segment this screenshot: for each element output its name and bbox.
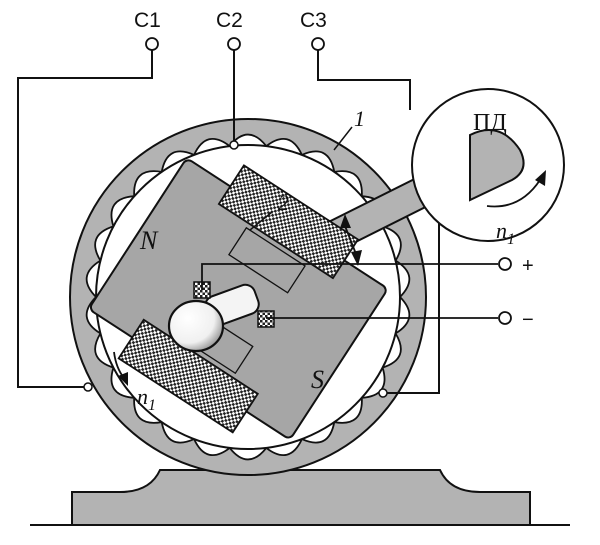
part-number-2: 2 (278, 190, 289, 215)
north-pole-label: N (139, 226, 159, 255)
drive-rotation-arrow (486, 179, 541, 208)
dc-lead-plus (201, 263, 498, 290)
junction-c2 (229, 140, 239, 150)
drive-motor-label: ПД (473, 110, 507, 136)
dc-plus-label: + (522, 255, 534, 277)
dc-plus-terminal[interactable] (498, 257, 512, 271)
drive-rotation-arrowhead (535, 170, 546, 186)
terminal-c3[interactable] (311, 37, 325, 51)
terminal-c2-label: C2 (216, 9, 243, 32)
dc-minus-label: − (522, 309, 534, 331)
leader-2 (249, 211, 273, 231)
drive-speed-label: n1 (496, 218, 515, 248)
rotor-shaft-end (167, 299, 225, 353)
junction-left (83, 382, 93, 392)
dc-minus-terminal[interactable] (498, 311, 512, 325)
slip-rings (167, 281, 275, 353)
terminal-c3-label: C3 (300, 9, 327, 32)
terminal-c1[interactable] (145, 37, 159, 51)
rotor-speed-label: n1 (137, 384, 156, 414)
drive-shaft-end (469, 129, 525, 202)
junction-right (378, 388, 388, 398)
phase-wire-c3 (317, 50, 411, 110)
phase-wire-c1 (17, 50, 153, 388)
south-pole-label: S (311, 365, 324, 394)
rotor-speed-arrowhead (118, 372, 128, 386)
terminal-c1-label: C1 (134, 9, 161, 32)
leader-1 (333, 126, 353, 151)
motor-base (71, 469, 531, 526)
rotor-rotation-arrow (340, 214, 362, 266)
terminal-c2[interactable] (227, 37, 241, 51)
part-number-1: 1 (354, 106, 365, 131)
phase-wire-return (384, 208, 440, 394)
